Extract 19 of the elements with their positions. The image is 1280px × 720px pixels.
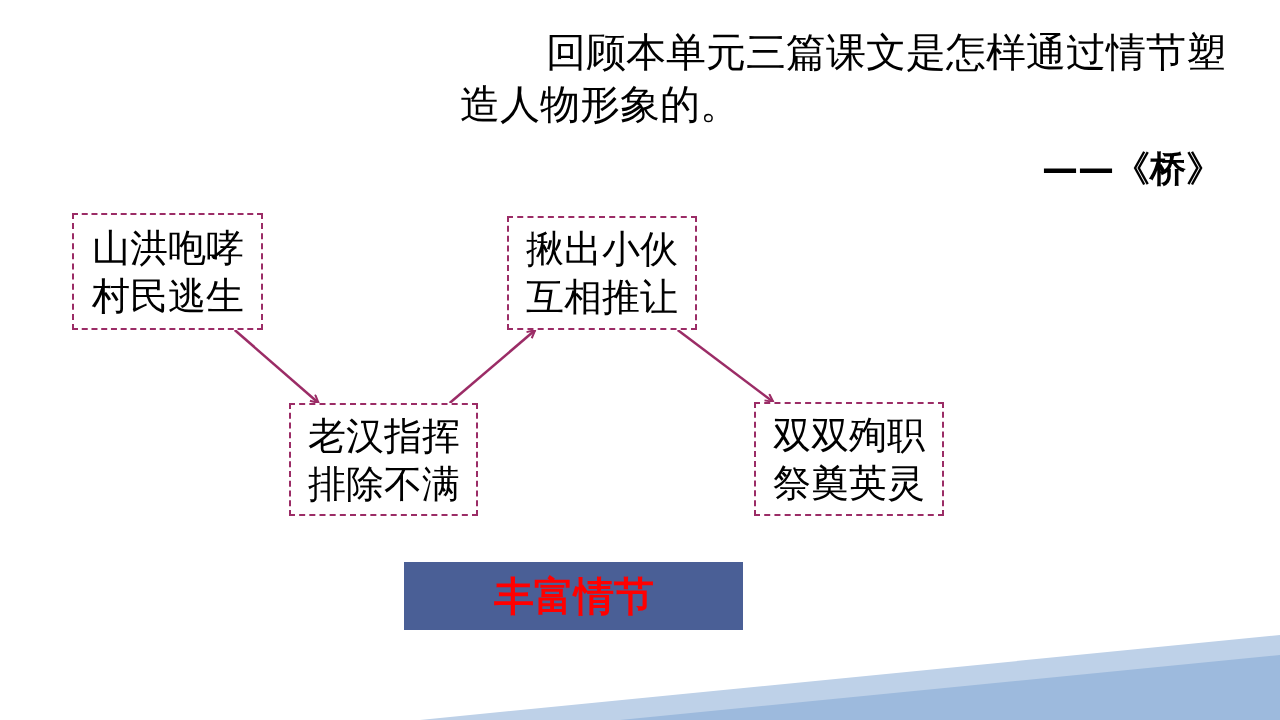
event-text: 双双殉职	[773, 412, 925, 459]
event-text: 祭奠英灵	[773, 460, 925, 507]
source-label: ——《桥》	[1042, 147, 1222, 191]
arrow	[448, 329, 537, 404]
banner-text: 丰富情节	[493, 572, 654, 621]
heading-banner	[404, 562, 743, 630]
event-box	[507, 216, 697, 330]
event-box	[289, 403, 478, 516]
event-box	[72, 213, 263, 330]
event-box	[754, 402, 944, 516]
event-text: 老汉指挥	[307, 412, 460, 460]
arrow	[233, 329, 320, 404]
event-text: 互相推让	[526, 274, 678, 321]
event-text: 村民逃生	[91, 272, 244, 320]
event-text: 揪出小伙	[526, 226, 678, 273]
event-text: 排除不满	[307, 460, 460, 508]
event-text: 山洪咆哮	[91, 224, 244, 272]
arrow	[676, 329, 775, 403]
title: 回顾本单元三篇课文是怎样通过情节塑造人物形象的。	[460, 28, 1227, 129]
